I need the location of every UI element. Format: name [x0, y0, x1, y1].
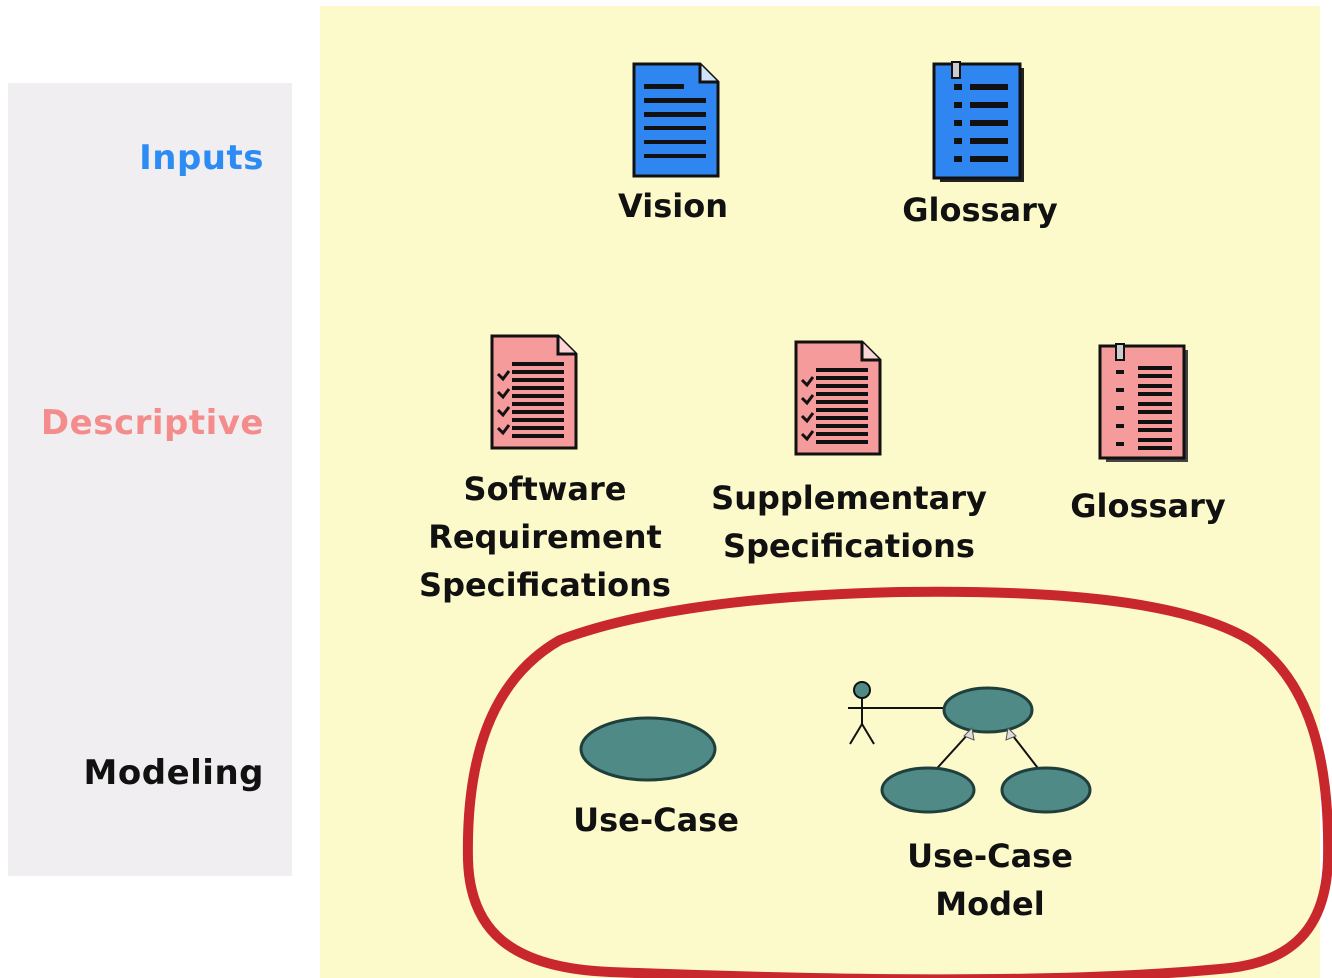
- document-icon: [632, 62, 720, 178]
- artifact-supplementary-label: Supplementary Specifications: [711, 479, 987, 565]
- artifact-glossary-input-label: Glossary: [902, 191, 1058, 229]
- checklist-document-icon: [490, 334, 578, 450]
- row-label-modeling: Modeling: [83, 753, 264, 793]
- artifact-srs-label: Software Requirement Specifications: [419, 470, 671, 604]
- notebook-icon: [932, 61, 1024, 182]
- use-case-ellipse-icon: [579, 716, 717, 782]
- artifact-vision-label: Vision: [618, 187, 728, 225]
- notebook-icon: [1098, 343, 1188, 462]
- use-case-model-icon: [848, 681, 1092, 814]
- artifact-use-case-model-label: Use-Case Model: [907, 837, 1073, 923]
- row-label-descriptive: Descriptive: [40, 403, 264, 443]
- category-panel: Inputs Descriptive Modeling: [8, 83, 292, 876]
- artifact-glossary-descriptive-label: Glossary: [1070, 487, 1226, 525]
- row-label-inputs: Inputs: [139, 138, 264, 178]
- artifact-use-case-label: Use-Case: [573, 801, 739, 839]
- checklist-document-icon: [794, 340, 882, 456]
